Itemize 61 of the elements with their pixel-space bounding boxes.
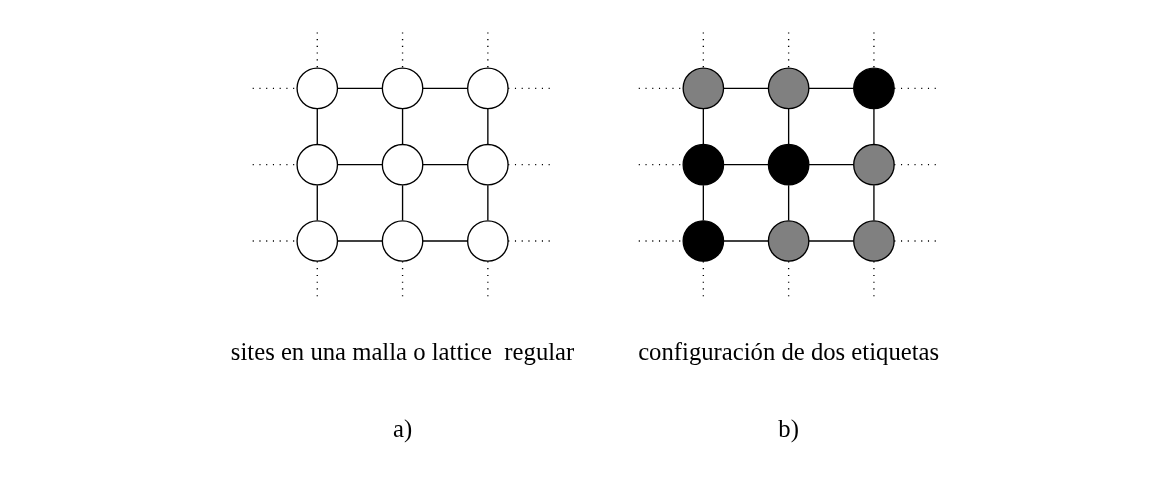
connector — [808, 87, 855, 89]
connector — [422, 239, 469, 242]
connector — [487, 184, 489, 221]
connector — [336, 87, 383, 89]
node-circle — [296, 219, 339, 262]
node-circle — [467, 143, 509, 186]
connector — [401, 107, 404, 145]
connector — [702, 107, 704, 145]
node-circle — [381, 219, 424, 262]
connector — [873, 107, 875, 145]
connector — [507, 87, 553, 89]
connector — [316, 260, 318, 298]
node-circle — [467, 219, 509, 262]
connector — [507, 163, 553, 165]
connector — [702, 184, 704, 221]
node-circle — [853, 219, 895, 262]
connector — [507, 239, 553, 242]
label: a) — [392, 414, 413, 442]
connector — [316, 107, 318, 145]
connector — [873, 260, 875, 298]
connector — [401, 31, 404, 69]
node-circle — [682, 143, 725, 186]
node-circle — [767, 219, 810, 262]
connector — [808, 163, 855, 165]
label: configuración de dos etiquetas — [638, 337, 940, 365]
node-circle — [682, 67, 725, 109]
connector — [723, 163, 769, 165]
connector — [787, 31, 790, 69]
node-circle — [853, 143, 895, 186]
connector — [336, 163, 383, 165]
connector — [487, 107, 489, 145]
node-circle — [853, 67, 895, 109]
connector — [723, 87, 769, 89]
node-circle — [296, 67, 339, 109]
connector — [401, 184, 404, 221]
node-circle — [767, 143, 810, 186]
connector — [808, 239, 855, 242]
node-circle — [296, 143, 339, 186]
connector — [401, 260, 404, 298]
connector — [787, 184, 790, 221]
connector — [873, 31, 875, 69]
connector — [723, 239, 769, 242]
connector — [487, 31, 489, 69]
connector — [422, 163, 469, 165]
connector — [316, 184, 318, 221]
connector — [787, 260, 790, 298]
node-circle — [467, 67, 509, 109]
connector — [702, 260, 704, 298]
connector — [422, 87, 469, 89]
connector — [316, 31, 318, 69]
node-circle — [767, 67, 810, 109]
connector — [336, 239, 383, 242]
label: b) — [778, 414, 799, 442]
connector — [702, 31, 704, 69]
connector — [787, 107, 790, 145]
node-circle — [381, 67, 424, 109]
label: sites en una malla o lattice regular — [230, 337, 575, 365]
node-circle — [682, 219, 725, 262]
connector — [487, 260, 489, 298]
connector — [873, 184, 875, 221]
node-circle — [381, 143, 424, 186]
